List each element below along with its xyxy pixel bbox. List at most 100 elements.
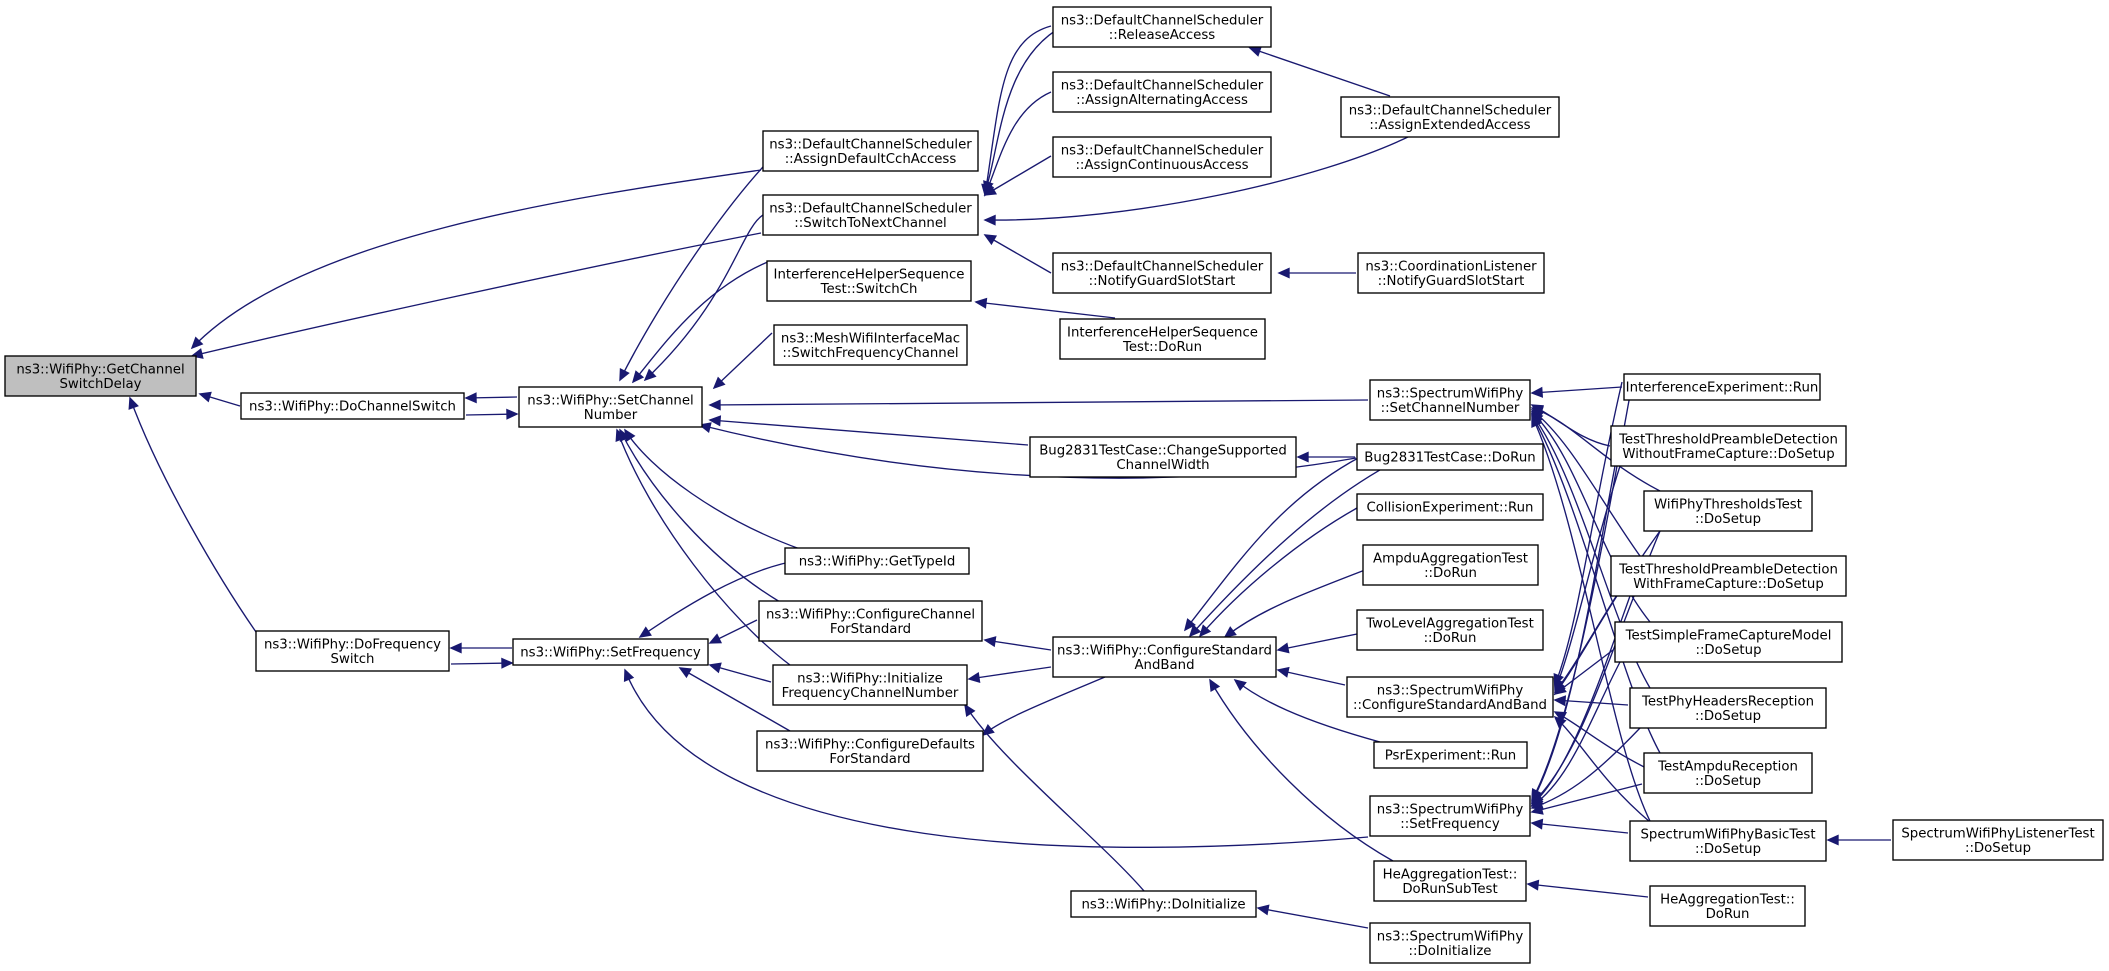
node-get-type-id[interactable]: ns3::WifiPhy::GetTypeId [784,547,970,575]
arrowhead [1553,695,1567,707]
edge-upRoot [129,397,257,633]
node-he-aggregation-do-run-sub-test[interactable]: HeAggregationTest::DoRunSubTest [1373,860,1527,902]
edge-ie_sscn [1531,386,1623,394]
node-label-line: Bug2831TestCase::DoRun [1364,451,1535,466]
node-notify-guard-slot-start[interactable]: ns3::DefaultChannelScheduler::NotifyGuar… [1052,252,1272,294]
node-threshold-preamble-with-capture[interactable]: TestThresholdPreambleDetectionWithFrameC… [1610,555,1847,597]
node-box [1623,373,1821,401]
arrowhead [464,392,477,404]
node-label-line: TestSimpleFrameCaptureModel [1625,628,1832,643]
node-label-line: ns3::DefaultChannelScheduler [1061,143,1264,158]
node-box [1649,885,1806,927]
node-label-line: ns3::WifiPhy::GetChannel [16,362,184,377]
node-configure-defaults-for-standard[interactable]: ns3::WifiPhy::ConfigureDefaultsForStanda… [756,730,984,772]
arrowhead [983,214,996,226]
node-label-line: ns3::SpectrumWifiPhy [1377,929,1524,944]
arrowhead [1248,46,1262,57]
node-psr-experiment-run[interactable]: PsrExperiment::Run [1373,741,1528,769]
edge-r3 [984,155,1052,196]
node-label-line: DoRunSubTest [1402,882,1497,897]
edge-csab_ifcn [968,666,1052,680]
node-interference-experiment-run[interactable]: InterferenceExperiment::Run [1623,373,1821,401]
node-do-initialize[interactable]: ns3::WifiPhy::DoInitialize [1070,890,1257,918]
node-configure-channel-for-standard[interactable]: ns3::WifiPhy::ConfigureChannelForStandar… [758,600,983,642]
node-label-line: ns3::SpectrumWifiPhy [1377,802,1524,817]
node-bug2831-change-supported-channel-width[interactable]: Bug2831TestCase::ChangeSupportedChannelW… [1029,436,1297,478]
node-box [1029,436,1297,478]
node-switch-to-next-channel[interactable]: ns3::DefaultChannelScheduler::SwitchToNe… [762,194,979,236]
node-label-line: PsrExperiment::Run [1385,749,1516,764]
node-box [1643,752,1813,794]
node-he-aggregation-do-run[interactable]: HeAggregationTest::DoRun [1649,885,1806,927]
node-spectrum-do-initialize[interactable]: ns3::SpectrumWifiPhy::DoInitialize [1369,922,1531,964]
node-box [1357,252,1545,294]
node-ampdu-aggregation-test-do-run[interactable]: AmpduAggregationTest::DoRun [1362,544,1539,586]
node-collision-experiment-run[interactable]: CollisionExperiment::Run [1356,493,1544,521]
node-assign-extended-access[interactable]: ns3::DefaultChannelScheduler::AssignExte… [1340,96,1560,138]
node-label-line: ::ReleaseAccess [1109,28,1216,43]
node-assign-continuous-access[interactable]: ns3::DefaultChannelScheduler::AssignCont… [1052,136,1272,178]
node-label-line: ::ConfigureStandardAndBand [1353,698,1547,713]
node-do-channel-switch[interactable]: ns3::WifiPhy::DoChannelSwitch [240,392,465,420]
node-wifi-phy-thresholds-test[interactable]: WifiPhyThresholdsTest::DoSetup [1643,490,1813,532]
arrowhead [712,376,726,390]
node-spectrum-set-channel-number[interactable]: ns3::SpectrumWifiPhy::SetChannelNumber [1369,379,1531,421]
node-label-line: InterferenceHelperSequence [774,267,965,282]
node-ampdu-reception[interactable]: TestAmpduReception::DoSetup [1643,752,1813,794]
edge-cdfs_sf [679,667,791,732]
node-simple-frame-capture-model[interactable]: TestSimpleFrameCaptureModel::DoSetup [1614,621,1843,663]
node-label-line: ns3::DefaultChannelScheduler [1061,259,1264,274]
node-two-level-aggregation-test-do-run[interactable]: TwoLevelAggregationTest::DoRun [1356,609,1544,651]
node-set-channel-number[interactable]: ns3::WifiPhy::SetChannelNumber [518,386,703,428]
node-box [1610,555,1847,597]
arrowhead [983,636,997,648]
arrowhead [1826,834,1839,846]
node-bug2831-do-run[interactable]: Bug2831TestCase::DoRun [1356,443,1544,471]
edge-sbt_ssf [1531,822,1629,834]
node-box [1070,890,1257,918]
node-configure-standard-and-band[interactable]: ns3::WifiPhy::ConfigureStandardAndBand [1052,636,1277,678]
node-spectrum-listener-test[interactable]: SpectrumWifiPhyListenerTest::DoSetup [1892,819,2104,861]
node-spectrum-set-frequency[interactable]: ns3::SpectrumWifiPhy::SetFrequency [1369,795,1531,837]
arrowhead [1530,818,1544,830]
arrowhead [1209,678,1221,693]
node-mesh-switch-frequency-channel[interactable]: ns3::MeshWifiInterfaceMac::SwitchFrequen… [773,324,968,366]
arrowhead [983,180,994,194]
node-box [762,194,979,236]
arrowhead [708,415,722,427]
edge-csab_ccfs [984,639,1052,651]
node-initialize-frequency-channel-number[interactable]: ns3::WifiPhy::InitializeFrequencyChannel… [772,664,968,706]
edge-tpw_sscn [1531,409,1641,557]
edge-left [191,232,762,357]
arrowhead [1296,451,1309,463]
node-coordination-notify-guard-slot-start[interactable]: ns3::CoordinationListener::NotifyGuardSl… [1357,252,1545,294]
node-label-line: ::DoSetup [1695,512,1761,527]
arrowhead [698,422,712,433]
node-spectrum-configure-standard-and-band[interactable]: ns3::SpectrumWifiPhy::ConfigureStandardA… [1346,676,1554,718]
node-assign-alternating-access[interactable]: ns3::DefaultChannelScheduler::AssignAlte… [1052,71,1272,113]
node-box [766,260,972,302]
edge-sscn_scn [709,399,1369,406]
arrowhead [643,368,657,382]
node-label-line: AmpduAggregationTest [1373,551,1528,566]
edge-sdoi_doi [1257,907,1369,929]
node-set-frequency[interactable]: ns3::WifiPhy::SetFrequency [512,638,709,666]
node-threshold-preamble-without-capture[interactable]: TestThresholdPreambleDetectionWithoutFra… [1610,425,1847,467]
edge-two_csab [1277,633,1358,651]
edge-sbt_sscn [1531,415,1651,822]
node-box [758,600,983,642]
node-assign-default-cch-access[interactable]: ns3::DefaultChannelScheduler::AssignDefa… [762,130,979,172]
node-label-line: ::AssignDefaultCchAccess [785,152,957,167]
node-release-access[interactable]: ns3::DefaultChannelScheduler::ReleaseAcc… [1052,6,1272,48]
arrowhead [449,642,462,654]
node-phy-headers-reception[interactable]: TestPhyHeadersReception::DoSetup [1629,687,1827,729]
arrowhead [619,367,630,382]
node-spectrum-basic-test[interactable]: SpectrumWifiPhyBasicTest::DoSetup [1629,820,1827,862]
arrowhead [1531,414,1542,429]
node-label-line: ns3::DefaultChannelScheduler [1349,103,1552,118]
node-label-line: ns3::WifiPhy::ConfigureChannel [766,607,975,622]
